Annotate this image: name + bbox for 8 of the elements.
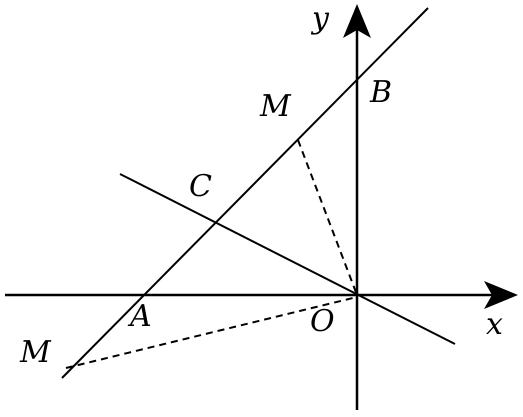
point-label: y — [312, 4, 329, 34]
point-label: B — [370, 78, 392, 108]
point-label: M — [20, 338, 51, 368]
point-label: A — [130, 302, 152, 332]
point-label: O — [310, 307, 335, 337]
point-label: x — [486, 310, 503, 340]
point-label: M — [260, 92, 291, 122]
point-label: C — [189, 172, 212, 202]
